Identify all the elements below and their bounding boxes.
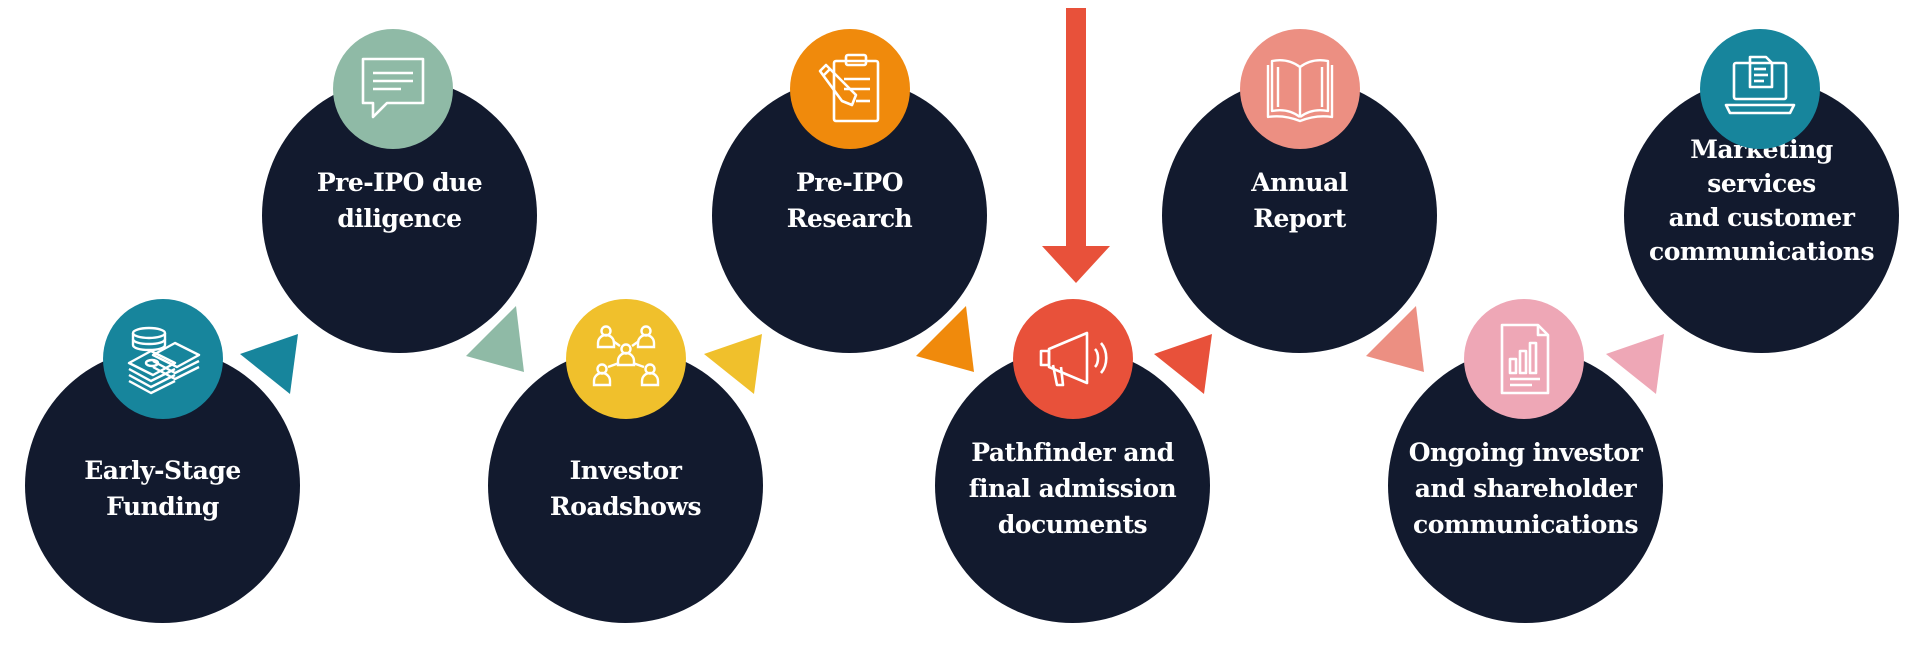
step-badge (1240, 29, 1360, 149)
connector-arrow-4 (916, 306, 974, 372)
megaphone-icon (1039, 331, 1108, 387)
connector-arrow-1 (240, 334, 298, 394)
connector-arrow-7 (1606, 334, 1664, 394)
step-badge (103, 299, 223, 419)
step-label: Pathfinder and final admission documents (968, 437, 1177, 539)
step-badge (1464, 299, 1584, 419)
chat-bubble-icon (361, 57, 425, 119)
step-label: Pre-IPO due diligence (316, 167, 483, 233)
highlight-down-arrow (1042, 8, 1110, 283)
laptop-document-icon (1724, 55, 1796, 115)
step-label: Investor Roadshows (549, 455, 702, 521)
step-label: Ongoing investor and shareholder communi… (1408, 437, 1643, 539)
people-network-icon (592, 325, 660, 387)
step-badge (1013, 299, 1133, 419)
step-early-stage-funding: Early-Stage Funding (25, 348, 300, 623)
report-chart-icon (1500, 323, 1550, 395)
step-label: Marketing services and customer communic… (1648, 134, 1875, 266)
step-badge (566, 299, 686, 419)
connector-arrow-6 (1366, 306, 1424, 372)
step-badge (333, 29, 453, 149)
connector-arrow-5 (1154, 334, 1212, 394)
step-badge (790, 29, 910, 149)
step-label: Annual Report (1251, 167, 1348, 233)
open-book-icon (1266, 59, 1334, 123)
money-stack-icon (127, 326, 201, 395)
step-badge (1700, 29, 1820, 149)
connector-arrow-2 (466, 306, 524, 372)
clipboard-pencil-icon (818, 53, 880, 123)
connector-arrow-3 (704, 334, 762, 394)
step-investor-roadshows: Investor Roadshows (488, 348, 763, 623)
step-label: Early-Stage Funding (84, 455, 241, 521)
step-pre-ipo-due-diligence: Pre-IPO due diligence (262, 78, 537, 353)
step-label: Pre-IPO Research (786, 167, 913, 233)
